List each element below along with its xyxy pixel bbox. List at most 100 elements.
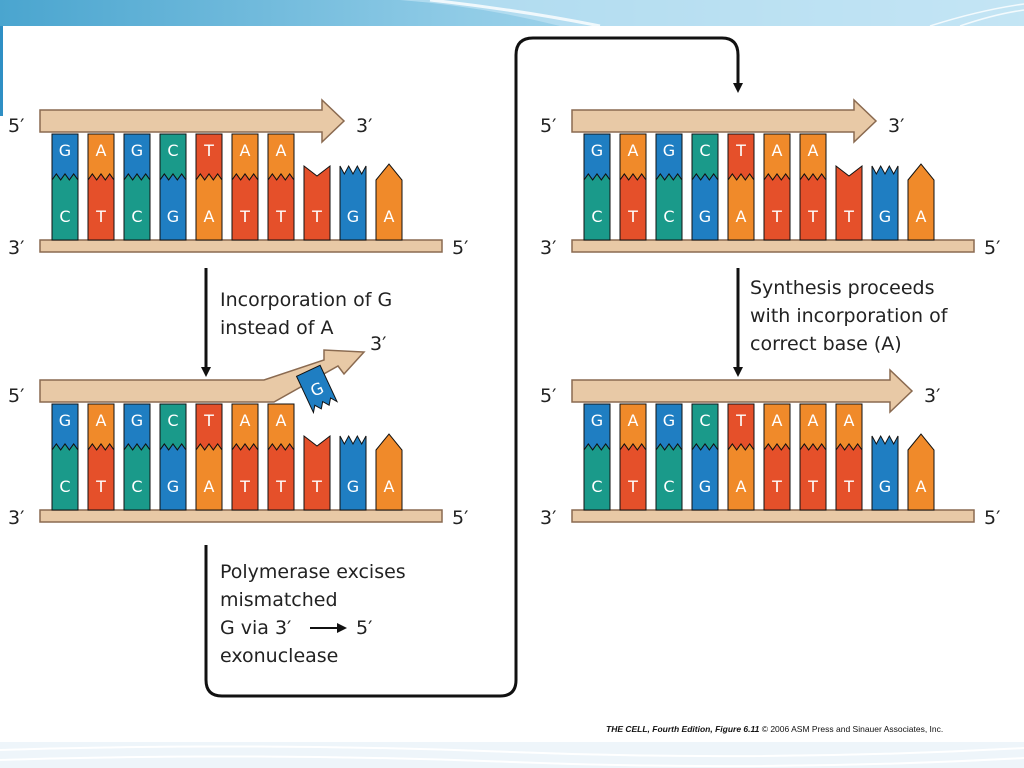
bottom-base-C xyxy=(123,173,151,241)
excised-base-group: G xyxy=(295,364,339,415)
bottom-base-letter: C xyxy=(663,477,674,496)
top-base-letter: T xyxy=(735,141,746,160)
bottom-base-G xyxy=(159,443,187,511)
top-base-letter: G xyxy=(663,141,675,160)
bottom-base-A xyxy=(907,163,935,241)
label-5-prime-top: 5′ xyxy=(540,385,556,407)
top-base-letter: A xyxy=(240,411,251,430)
label-5-prime-top: 5′ xyxy=(540,115,556,137)
label-3-prime-bottom: 3′ xyxy=(8,237,24,259)
template-strand-backbone xyxy=(39,509,443,523)
bottom-base-C xyxy=(123,443,151,511)
figure-credit: THE CELL, Fourth Edition, Figure 6.11 © … xyxy=(606,724,1011,734)
top-base-letter: A xyxy=(628,411,639,430)
bottom-base-G xyxy=(691,173,719,241)
label-5-prime-bottom: 5′ xyxy=(452,507,468,529)
top-base-letter: C xyxy=(167,411,178,430)
bottom-base-letter: A xyxy=(916,477,927,496)
bottom-base-letter: C xyxy=(131,477,142,496)
bottom-base-A xyxy=(195,443,223,511)
bottom-base-letter: T xyxy=(95,477,106,496)
loop-arrow xyxy=(204,36,743,698)
bottom-base-A xyxy=(375,163,403,241)
caption-step1-line2: instead of A xyxy=(220,317,333,339)
top-base-letter: G xyxy=(591,411,603,430)
bottom-base-letter: T xyxy=(95,207,106,226)
bottom-base-T xyxy=(835,164,863,241)
bottom-base-letter: C xyxy=(59,477,70,496)
bottom-base-letter: T xyxy=(311,477,322,496)
bottom-base-letter: T xyxy=(627,477,638,496)
bottom-base-letter: G xyxy=(347,477,359,496)
top-base-letter: A xyxy=(240,141,251,160)
bottom-base-T xyxy=(87,443,115,511)
new-strand-backbone xyxy=(39,98,346,144)
top-base-letter: A xyxy=(628,141,639,160)
top-banner xyxy=(0,0,1024,26)
top-base-letter: G xyxy=(59,411,71,430)
bottom-base-letter: C xyxy=(591,207,602,226)
caption-step2-line4: exonuclease xyxy=(220,645,338,667)
bottom-base-letter: A xyxy=(384,477,395,496)
label-3-prime-top: 3′ xyxy=(370,333,386,355)
bottom-base-C xyxy=(51,173,79,241)
caption-step2-line3a: G via 3′ xyxy=(220,617,291,639)
bottom-base-T xyxy=(799,173,827,241)
bottom-base-T xyxy=(267,443,295,511)
bottom-base-G xyxy=(871,164,899,241)
caption-step2-line1: Polymerase excises xyxy=(220,561,406,583)
label-3-prime-bottom: 3′ xyxy=(8,507,24,529)
bottom-base-C xyxy=(655,173,683,241)
label-3-prime-top: 3′ xyxy=(356,115,372,137)
bottom-base-letter: C xyxy=(663,207,674,226)
bottom-base-letter: T xyxy=(311,207,322,226)
bottom-base-letter: T xyxy=(843,207,854,226)
caption-step1-line1: Incorporation of G xyxy=(220,289,392,311)
label-5-prime-bottom: 5′ xyxy=(452,237,468,259)
bottom-base-C xyxy=(583,443,611,511)
excised-base-G xyxy=(295,364,339,415)
credit-title: THE CELL, Fourth Edition, Figure 6.11 xyxy=(606,724,760,734)
bottom-base-T xyxy=(763,173,791,241)
bottom-base-letter: A xyxy=(736,477,747,496)
top-base-letter: A xyxy=(772,411,783,430)
bottom-base-A xyxy=(727,173,755,241)
bottom-base-G xyxy=(339,164,367,241)
bottom-base-T xyxy=(303,164,331,241)
bottom-base-letter: C xyxy=(131,207,142,226)
left-accent-bar xyxy=(0,26,3,116)
bottom-base-C xyxy=(583,173,611,241)
top-base-letter: G xyxy=(131,141,143,160)
caption-step2-line3b: 5′ xyxy=(356,617,372,639)
bottom-base-letter: T xyxy=(239,207,250,226)
top-base-letter: A xyxy=(808,141,819,160)
bottom-base-T xyxy=(619,173,647,241)
template-strand-backbone xyxy=(571,509,975,523)
top-base-letter: A xyxy=(772,141,783,160)
bottom-base-G xyxy=(339,434,367,511)
top-base-letter: A xyxy=(844,411,855,430)
label-3-prime-bottom: 3′ xyxy=(540,507,556,529)
new-strand-backbone xyxy=(39,349,366,403)
bottom-base-letter: G xyxy=(167,477,179,496)
caption-step3-line3: correct base (A) xyxy=(750,333,902,355)
bottom-base-letter: A xyxy=(916,207,927,226)
top-base-letter: A xyxy=(96,411,107,430)
bottom-base-letter: G xyxy=(699,207,711,226)
bottom-base-T xyxy=(835,443,863,511)
bottom-base-letter: T xyxy=(239,477,250,496)
bottom-base-G xyxy=(871,434,899,511)
bottom-base-letter: T xyxy=(275,477,286,496)
bottom-base-letter: T xyxy=(843,477,854,496)
bottom-base-letter: C xyxy=(591,477,602,496)
label-5-prime-bottom: 5′ xyxy=(984,237,1000,259)
bottom-base-T xyxy=(231,443,259,511)
template-strand-backbone xyxy=(571,239,975,253)
label-5-prime-top: 5′ xyxy=(8,385,24,407)
bottom-base-T xyxy=(303,434,331,511)
label-5-prime-top: 5′ xyxy=(8,115,24,137)
bottom-base-G xyxy=(691,443,719,511)
